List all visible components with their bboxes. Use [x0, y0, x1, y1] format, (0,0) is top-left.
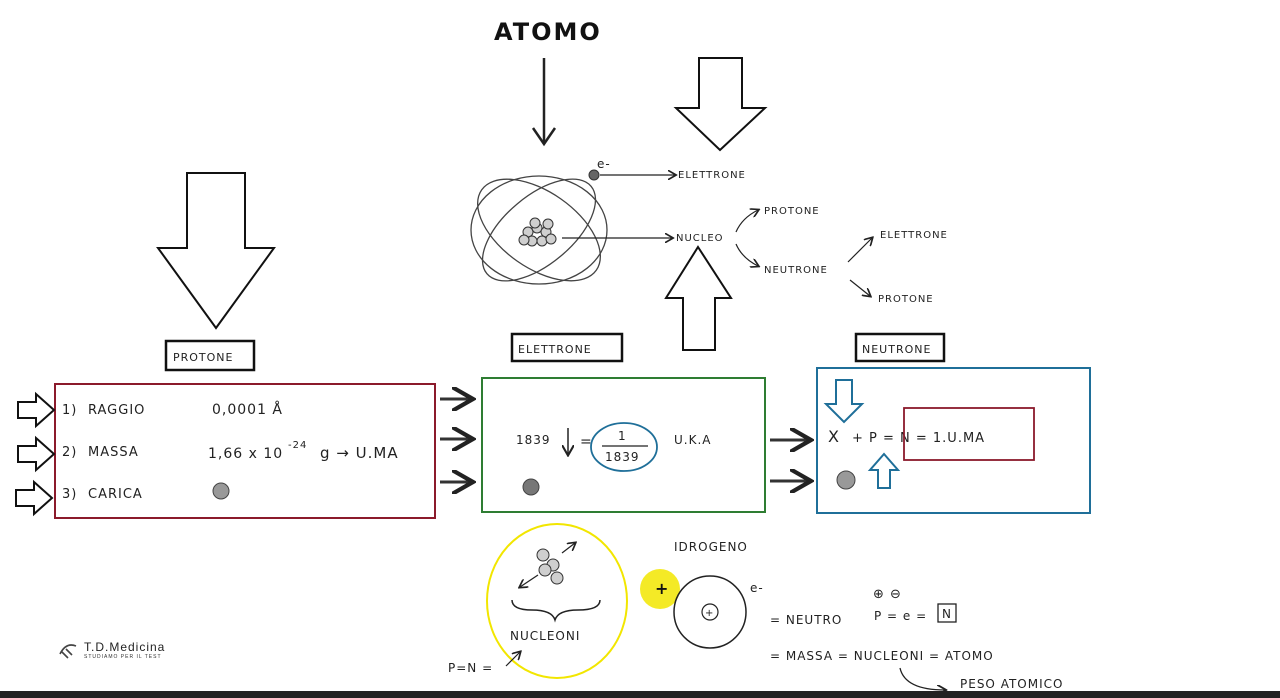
logo-title: T.D.Medicina — [84, 639, 166, 654]
row2-unit: g → U.MA — [320, 444, 399, 462]
nucleoni-label: NUCLEONI — [510, 629, 580, 643]
neutrone-label: NEUTRONE — [862, 343, 931, 356]
fraction-denominator: 1839 — [605, 450, 640, 464]
label-elettrone-2: ELETTRONE — [880, 230, 948, 241]
blue-down-arrow — [823, 379, 865, 424]
charges-symbols: ⊕ ⊖ — [873, 587, 902, 602]
row1-name: RAGGIO — [88, 403, 145, 418]
n-box-frame — [937, 603, 957, 623]
nucleus — [518, 217, 557, 247]
row3-name: CARICA — [88, 487, 143, 502]
nucleoni-brace — [511, 599, 601, 623]
peso-arrow — [899, 667, 945, 690]
label-protone-2: PROTONE — [878, 294, 934, 305]
elettrone-label-frame — [510, 332, 624, 363]
neutrone-box — [816, 367, 1091, 514]
electron-symbol: e- — [597, 157, 611, 171]
neutro-text: = NEUTRO — [770, 613, 842, 627]
atom-illustration — [470, 169, 608, 285]
row-arrow-3 — [15, 479, 54, 517]
row2-value: 1,66 x 10 — [208, 446, 283, 462]
svg-text:+: + — [705, 608, 714, 619]
row1-index: 1) — [62, 403, 77, 418]
p-eq-n: P=N = — [448, 661, 493, 675]
logo-icon — [59, 644, 77, 659]
protone-box — [54, 383, 436, 519]
uma-highlight-box — [903, 407, 1035, 461]
title-arrow-head — [531, 127, 557, 147]
elettrone-label: ELETTRONE — [518, 343, 592, 356]
cursor-highlight — [640, 569, 680, 609]
arrow-nucleo-protone — [735, 210, 758, 233]
label-protone-top: PROTONE — [764, 206, 820, 217]
row2-exponent: -24 — [288, 440, 307, 451]
title: ATOMO — [494, 18, 602, 46]
label-nucleo: NUCLEO — [676, 233, 724, 244]
hydrogen-orbit — [673, 575, 747, 649]
label-elettrone-top: ELETTRONE — [678, 170, 746, 181]
crossed-x: X — [828, 427, 840, 446]
fraction-oval — [590, 422, 658, 472]
big-down-arrow-left — [156, 172, 276, 330]
massa-line: = MASSA = NUCLEONI = ATOMO — [770, 649, 994, 663]
bottom-bar — [0, 691, 1280, 698]
elettrone-unit: U.K.A — [674, 433, 712, 447]
p-eq-e: P = e = — [874, 609, 927, 623]
elettrone-mass-ratio: 1839 — [516, 433, 551, 447]
electron-charge-dot — [522, 478, 540, 496]
neutron-dot — [836, 470, 856, 490]
logo: T.D.Medicina STUDIAMO PER IL TEST — [58, 640, 165, 660]
label-neutrone-top: NEUTRONE — [764, 265, 828, 276]
neutrone-label-frame — [854, 332, 946, 363]
arrow-neutrone-protone — [849, 279, 870, 296]
big-up-arrow-middle — [664, 245, 733, 351]
idrogeno-label: IDROGENO — [674, 540, 748, 554]
fraction-numerator: 1 — [618, 429, 627, 443]
arrow-neutrone-elettrone — [847, 238, 872, 263]
n-box: N — [942, 607, 952, 621]
row2-index: 2) — [62, 445, 77, 460]
neutrone-equation: + P = N = 1.U.MA — [852, 431, 985, 446]
row-arrow-2 — [17, 435, 56, 473]
big-down-arrow-top — [673, 57, 768, 152]
row-arrow-1 — [17, 391, 56, 429]
elettrone-box — [481, 377, 766, 513]
row2-name: MASSA — [88, 445, 139, 460]
arrow-nucleo-neutrone — [735, 243, 758, 266]
nucleoni-cluster — [536, 548, 564, 585]
logo-subtitle: STUDIAMO PER IL TEST — [84, 653, 162, 660]
protone-label-frame — [164, 339, 256, 372]
electron-dot — [588, 169, 600, 181]
plus-sign: + — [655, 579, 670, 598]
row3-index: 3) — [62, 487, 77, 502]
protone-label: PROTONE — [173, 351, 234, 364]
row1-value: 0,0001 Å — [212, 401, 283, 418]
equals-sign: = — [580, 434, 593, 450]
hydrogen-proton — [701, 603, 719, 621]
peso-atomico: PESO ATOMICO — [960, 677, 1063, 691]
hydrogen-electron: e- — [750, 581, 764, 595]
proton-charge-dot — [212, 482, 230, 500]
nucleoni-circle — [486, 523, 628, 679]
blue-up-arrow — [867, 452, 901, 489]
